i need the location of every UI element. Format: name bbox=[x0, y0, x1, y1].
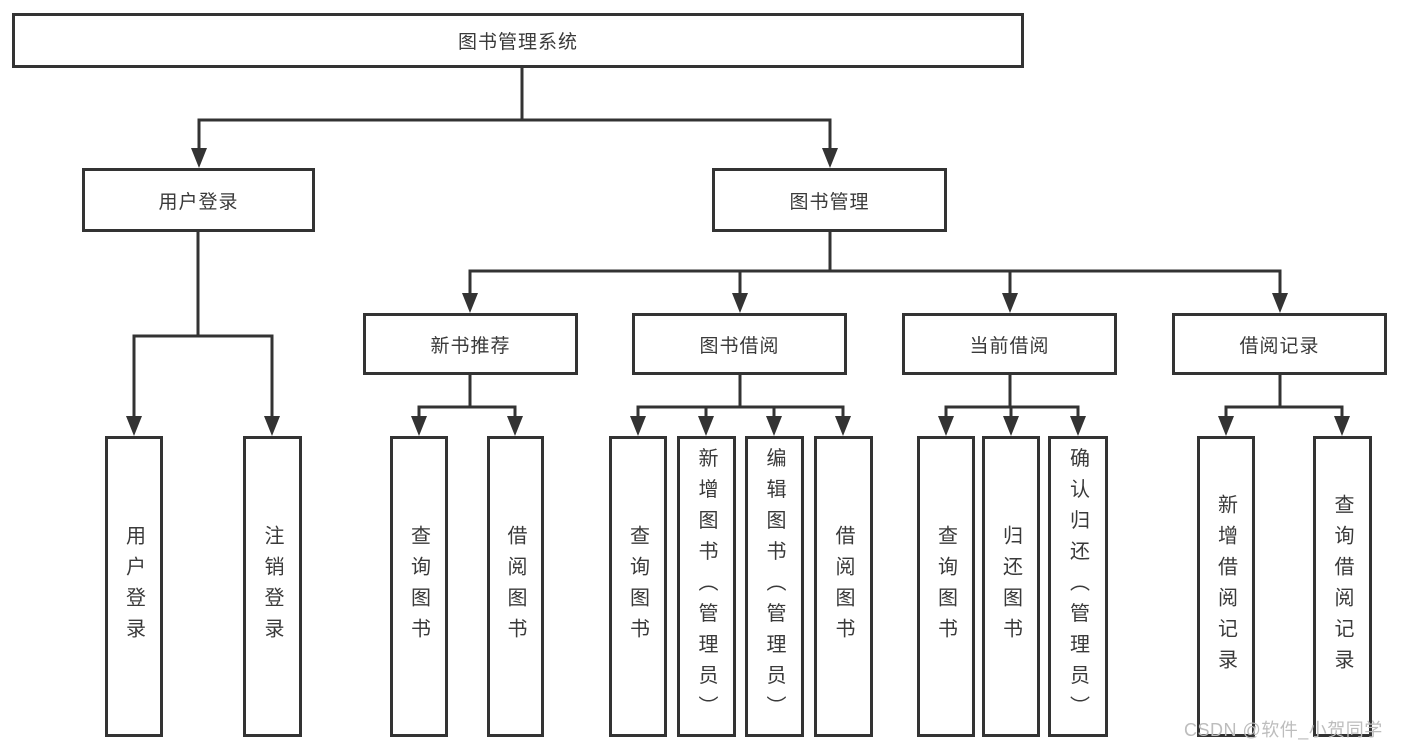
node-library-management-system: 图书管理系统 bbox=[12, 13, 1024, 68]
leaf-query-borrow-record: 查询借阅记录 bbox=[1313, 436, 1372, 737]
leaf-edit-book-admin: 编辑图书（管理员） bbox=[745, 436, 804, 737]
node-label: 借阅记录 bbox=[1239, 335, 1320, 357]
leaf-add-borrow-record: 新增借阅记录 bbox=[1197, 436, 1255, 737]
node-label: 确认归还（管理员） bbox=[1066, 447, 1089, 726]
leaf-logout: 注销登录 bbox=[243, 436, 302, 737]
node-label: 借阅图书 bbox=[832, 524, 854, 649]
node-book-borrow: 图书借阅 bbox=[632, 313, 847, 375]
node-label: 查询图书 bbox=[934, 524, 957, 649]
leaf-confirm-return-admin: 确认归还（管理员） bbox=[1048, 436, 1108, 737]
leaf-query-books-borrow: 查询图书 bbox=[609, 436, 667, 737]
node-label: 查询图书 bbox=[626, 524, 649, 649]
node-label: 用户登录 bbox=[122, 524, 145, 649]
csdn-watermark: CSDN @软件_小贺同学 bbox=[1184, 720, 1383, 740]
node-label: 查询图书 bbox=[407, 524, 430, 649]
node-book-management: 图书管理 bbox=[712, 168, 947, 232]
leaf-return-book: 归还图书 bbox=[982, 436, 1040, 737]
node-label: 图书管理系统 bbox=[457, 32, 578, 53]
node-label: 用户登录 bbox=[158, 191, 239, 213]
node-label: 图书借阅 bbox=[699, 335, 780, 357]
leaf-borrow-books: 借阅图书 bbox=[814, 436, 873, 737]
node-label: 新书推荐 bbox=[430, 335, 511, 357]
leaf-user-login: 用户登录 bbox=[105, 436, 163, 737]
node-label: 借阅图书 bbox=[504, 524, 526, 649]
node-new-book-recommend: 新书推荐 bbox=[363, 313, 578, 375]
node-label: 新增图书（管理员） bbox=[695, 447, 717, 726]
node-user-login: 用户登录 bbox=[82, 168, 315, 232]
leaf-query-books-recommend: 查询图书 bbox=[390, 436, 448, 737]
node-label: 归还图书 bbox=[999, 524, 1022, 649]
node-label: 当前借阅 bbox=[969, 335, 1050, 357]
node-label: 注销登录 bbox=[261, 524, 283, 649]
node-current-borrow: 当前借阅 bbox=[902, 313, 1117, 375]
node-label: 编辑图书（管理员） bbox=[763, 447, 785, 726]
node-borrow-records: 借阅记录 bbox=[1172, 313, 1387, 375]
node-label: 图书管理 bbox=[789, 191, 870, 213]
leaf-query-books-current: 查询图书 bbox=[917, 436, 975, 737]
node-label: 新增借阅记录 bbox=[1214, 493, 1237, 680]
leaf-add-book-admin: 新增图书（管理员） bbox=[677, 436, 736, 737]
leaf-borrow-books-recommend: 借阅图书 bbox=[487, 436, 544, 737]
node-label: 查询借阅记录 bbox=[1331, 493, 1353, 680]
